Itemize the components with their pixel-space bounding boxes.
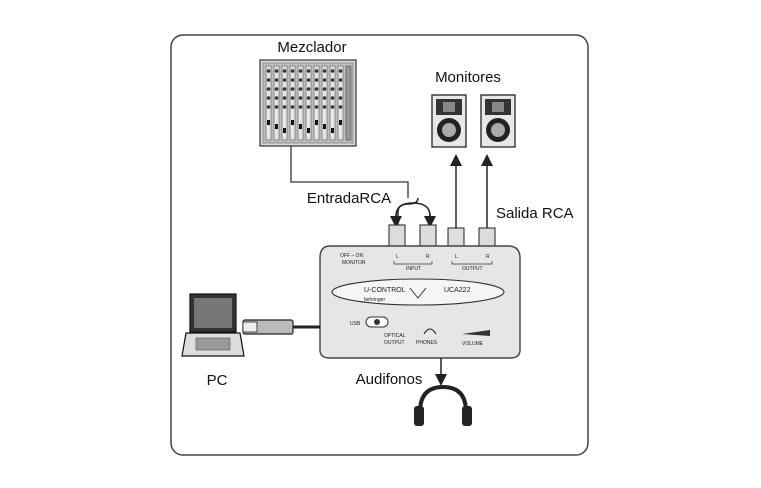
volume-wedge-icon <box>462 330 490 336</box>
speaker-icon <box>480 94 516 148</box>
monitors-label: Monitores <box>435 69 501 86</box>
rca-plug-output-l <box>447 227 465 248</box>
optical-label: OPTICAL <box>384 333 406 339</box>
input-r-label: R <box>426 254 430 260</box>
pc-label: PC <box>207 372 228 389</box>
phones-label: PHONES <box>416 340 438 346</box>
monitor-label: MONITOR <box>342 260 366 266</box>
brand-oval <box>331 278 505 306</box>
volume-label: VOLUME <box>462 341 484 347</box>
usb-plug-icon <box>242 319 294 335</box>
optical-output-label: OUTPUT <box>384 340 405 346</box>
model-right: UCA222 <box>444 287 471 294</box>
rca-plug-input-r <box>419 224 437 248</box>
output-label: OUTPUT <box>462 266 483 272</box>
brand-logo-icon <box>409 287 427 299</box>
phones-icon <box>423 328 437 335</box>
uca222-device: U-CONTROL UCA222 behringer OFF – ON MONI… <box>319 245 521 359</box>
output-r-label: R <box>486 254 490 260</box>
usb-label: USB <box>350 321 361 327</box>
output-l-label: L <box>455 254 458 260</box>
mixer-label: Mezclador <box>277 39 346 56</box>
brand-text: behringer <box>364 297 385 303</box>
diagram-frame <box>170 34 589 456</box>
output-rca-label: Salida RCA <box>496 205 574 222</box>
model-left: U-CONTROL <box>364 287 406 294</box>
rca-plug-output-r <box>478 227 496 248</box>
mixer-icon <box>259 59 357 147</box>
rca-plug-input-l <box>388 224 406 248</box>
input-label: INPUT <box>406 266 421 272</box>
headphones-label: Audifonos <box>356 371 423 388</box>
laptop-icon <box>181 293 245 357</box>
headphones-icon <box>414 384 472 426</box>
off-on-label: OFF – ON <box>340 253 363 259</box>
input-l-label: L <box>396 254 399 260</box>
mixer-cable <box>290 146 409 198</box>
input-rca-label: EntradaRCA <box>307 190 391 207</box>
speaker-icon <box>431 94 467 148</box>
input-split <box>395 202 431 217</box>
